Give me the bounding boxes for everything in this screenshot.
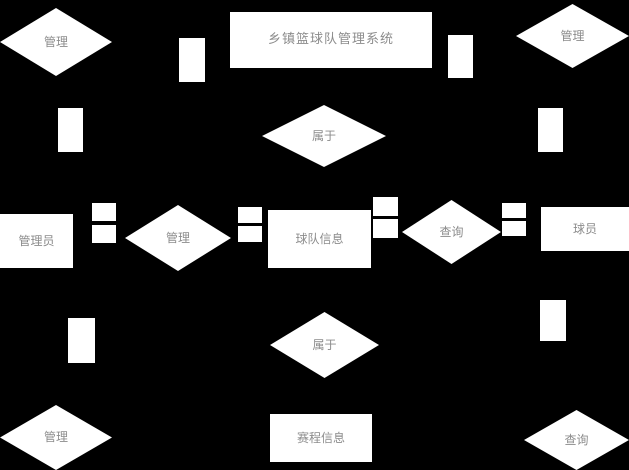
relationship-label: 管理 (560, 28, 585, 43)
entity-player: 球员 (541, 207, 629, 251)
relationship-query-mid: 查询 (402, 200, 501, 264)
relationship-label: 属于 (311, 128, 336, 143)
entity-label: 球员 (572, 221, 597, 236)
relationship-manage-bottom-left: 管理 (0, 405, 112, 470)
cardinality-box (238, 207, 262, 223)
relationship-label: 管理 (165, 230, 190, 245)
relationship-manage-mid: 管理 (125, 205, 231, 271)
cardinality-box (373, 197, 398, 216)
relationship-label: 管理 (43, 430, 68, 445)
relationship-label: 属于 (312, 337, 337, 352)
cardinality-box (58, 108, 83, 152)
relationship-query-bottom-right: 查询 (524, 410, 629, 470)
cardinality-box (92, 203, 116, 221)
cardinality-box (502, 221, 526, 236)
relationship-manage-top-left: 管理 (0, 8, 112, 76)
relationship-label: 查询 (564, 432, 589, 447)
cardinality-box (68, 318, 95, 363)
entity-team-info: 球队信息 (268, 210, 371, 268)
relationship-belongs-upper: 属于 (262, 105, 386, 167)
cardinality-box (373, 219, 398, 238)
relationship-label: 查询 (439, 224, 464, 239)
cardinality-box (238, 226, 262, 242)
cardinality-box (540, 300, 566, 341)
entity-admin: 管理员 (0, 214, 73, 268)
entity-label: 赛程信息 (296, 430, 345, 445)
entity-label: 乡镇篮球队管理系统 (267, 32, 394, 48)
relationship-belongs-lower: 属于 (270, 312, 379, 378)
cardinality-box (448, 35, 473, 78)
cardinality-box (502, 203, 526, 218)
cardinality-box (92, 225, 116, 243)
relationship-manage-top-right: 管理 (516, 4, 629, 68)
cardinality-box (538, 108, 563, 152)
relationship-label: 管理 (43, 34, 68, 49)
cardinality-box (179, 38, 205, 82)
entity-label: 管理员 (18, 233, 55, 248)
entity-system: 乡镇篮球队管理系统 (230, 12, 432, 68)
entity-schedule-info: 赛程信息 (270, 414, 372, 462)
entity-label: 球队信息 (295, 231, 344, 246)
